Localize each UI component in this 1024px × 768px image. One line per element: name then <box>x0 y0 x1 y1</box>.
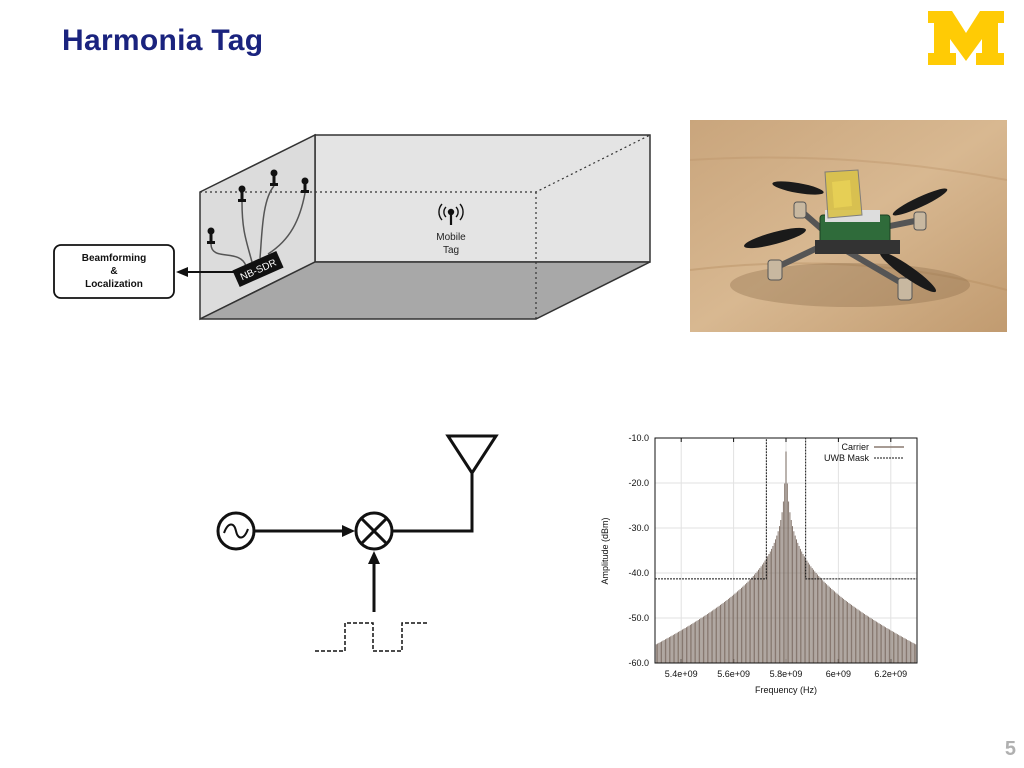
mixer-icon <box>354 511 394 551</box>
floor <box>199 261 651 320</box>
x-tick-label: 5.8e+09 <box>770 669 803 679</box>
y-tick-label: -10.0 <box>628 433 649 443</box>
y-tick-label: -30.0 <box>628 523 649 533</box>
beamforming-ampersand: & <box>110 266 117 277</box>
x-axis-label: Frequency (Hz) <box>755 685 817 695</box>
y-axis-label: Amplitude (dBm) <box>600 517 610 584</box>
legend-uwb-mask-label: UWB Mask <box>824 453 870 463</box>
y-tick-label: -40.0 <box>628 568 649 578</box>
mobile-tag-icon <box>438 203 464 225</box>
beamforming-label: Beamforming <box>82 253 146 264</box>
x-tick-label: 5.4e+09 <box>665 669 698 679</box>
square-wave-signal <box>315 622 428 652</box>
drone-photo <box>690 120 1007 332</box>
page-number: 5 <box>1004 738 1016 760</box>
y-tick-label: -60.0 <box>628 658 649 668</box>
x-tick-label: 6.2e+09 <box>874 669 907 679</box>
antenna-icon <box>207 227 215 244</box>
plot-area <box>654 437 918 664</box>
room-diagram: NB-SDR Beamforming & Localization Mobile… <box>53 133 651 321</box>
antenna-icon <box>445 434 499 476</box>
y-tick-label: -20.0 <box>628 478 649 488</box>
chart-legend: Carrier UWB Mask <box>824 442 904 463</box>
x-tick-label: 5.6e+09 <box>717 669 750 679</box>
localization-label: Localization <box>85 279 143 290</box>
antenna-icon <box>301 177 309 193</box>
mixer-to-antenna-line <box>392 473 474 533</box>
beamforming-box <box>53 244 175 299</box>
antenna-icon <box>238 185 246 202</box>
carrier-series <box>654 451 918 663</box>
y-tick-label: -50.0 <box>628 613 649 623</box>
slide-title: Harmonia Tag <box>62 24 264 57</box>
antenna-icon <box>270 169 278 186</box>
legend-carrier-label: Carrier <box>841 442 869 452</box>
mobile-tag-label-2: Tag <box>443 245 459 256</box>
mobile-tag-label: Mobile <box>436 232 466 243</box>
x-tick-label: 6e+09 <box>826 669 851 679</box>
modulation-diagram <box>216 434 499 652</box>
antenna-array <box>207 169 309 267</box>
university-m-logo <box>928 11 1004 65</box>
